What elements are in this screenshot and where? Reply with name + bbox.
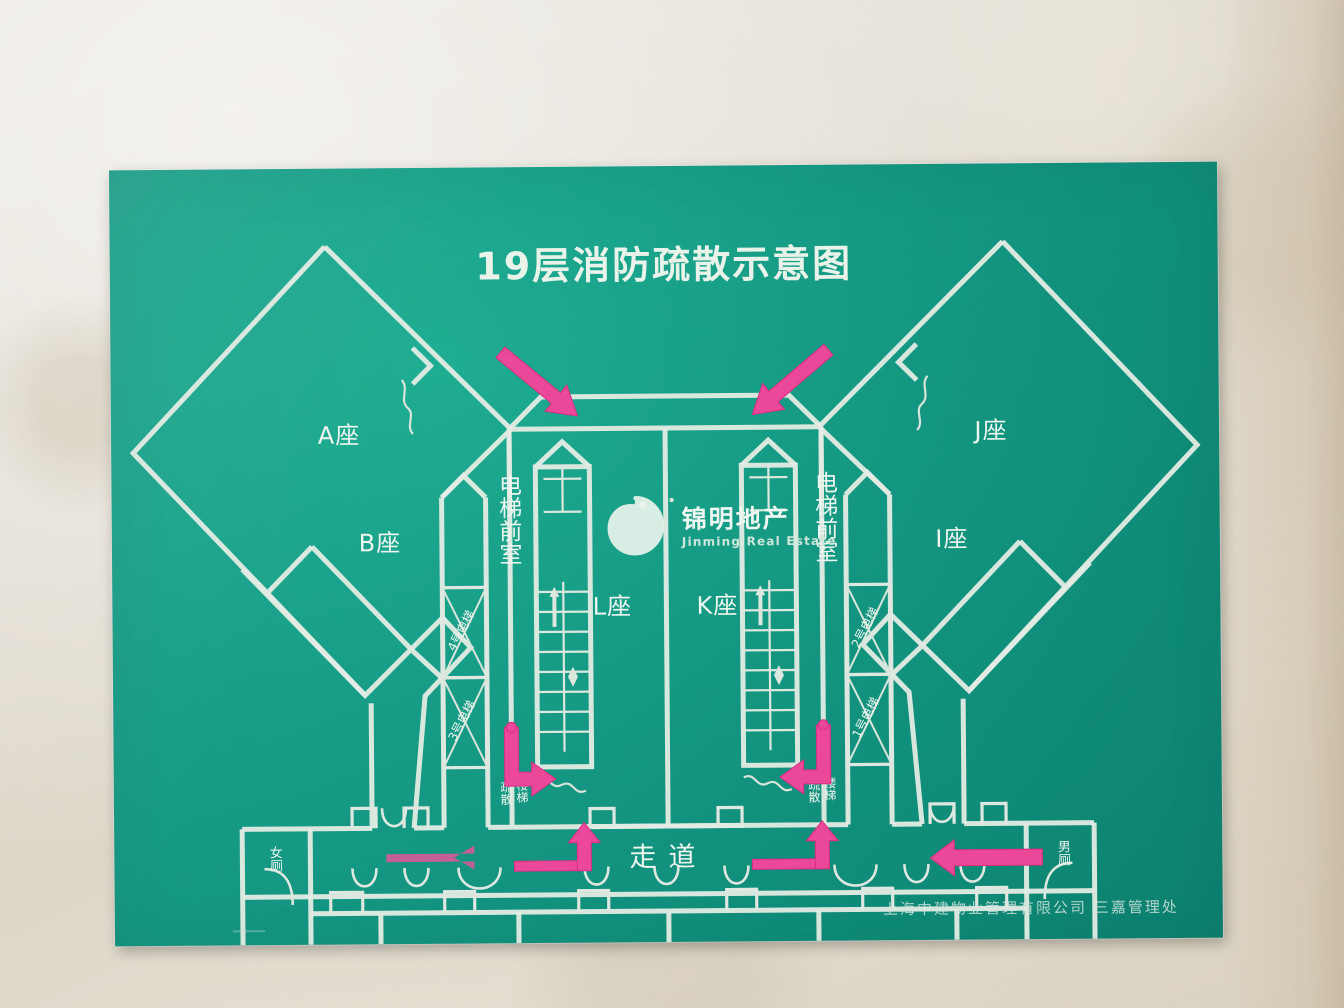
upper-left-doorway-jog — [400, 346, 435, 435]
bottom-wing-outline — [239, 822, 1098, 947]
right-evacuation-stair — [738, 436, 801, 792]
stair-down-arrow-icon — [567, 666, 578, 687]
arrow-upper-right-diagonal — [751, 343, 834, 416]
sign-title: 19层消防疏散示意图 — [475, 242, 852, 289]
elevator-lobby-label-right: 电梯前室 — [810, 471, 838, 563]
company-logo: 锦明地产 Jinming Real Estate — [607, 495, 837, 556]
toilet-women-label: 女厕 — [267, 845, 283, 872]
right-elevator-core — [818, 426, 895, 825]
logo-mark-icon — [607, 495, 674, 556]
elevator-lobby-label-left: 电梯前室 — [494, 473, 522, 565]
room-label-J: J座 — [972, 416, 1007, 444]
arrow-upper-left-diagonal — [495, 346, 579, 417]
arrow-corridor-right-up — [751, 819, 840, 870]
stair-up-arrow-icon-right — [755, 585, 766, 626]
fire-evacuation-sign-board: 19层消防疏散示意图 — [108, 161, 1224, 947]
floor-plan-drawing: 19层消防疏散示意图 — [129, 239, 1201, 947]
arrow-corridor-left-outer — [386, 845, 475, 870]
upper-left-wing — [129, 244, 513, 829]
bottom-room-dividers — [310, 905, 1027, 947]
arrow-right-lobby-to-stair — [778, 719, 832, 795]
room-label-K: K座 — [696, 591, 738, 619]
arrow-corridor-left-up — [513, 821, 602, 872]
corridor-label: 走道 — [629, 842, 707, 874]
arrow-corridor-right-outer — [929, 838, 1043, 877]
stair-up-arrow-icon — [549, 586, 560, 627]
left-evacuation-stair — [532, 438, 595, 793]
left-elevator-core — [439, 429, 513, 828]
room-label-I: I座 — [935, 525, 968, 553]
room-label-A: A座 — [318, 421, 361, 449]
arrow-left-lobby-to-stair — [503, 721, 557, 798]
room-label-B: B座 — [359, 529, 402, 557]
toilet-men-label: 男厕 — [1055, 840, 1071, 867]
footer-management-text: 上海中建物业管理有限公司 三嘉管理处 — [883, 898, 1179, 918]
bottom-room-recess-bumps — [329, 885, 1009, 914]
corridor-recess-bumps — [350, 801, 1008, 829]
room-label-L: L座 — [593, 592, 633, 620]
upper-right-wing — [817, 239, 1201, 825]
corridor-band — [242, 820, 1095, 900]
logo-name-en: Jinming Real Estate — [681, 534, 837, 549]
stair-down-arrow-icon-right — [773, 665, 784, 686]
logo-name-cn: 锦明地产 — [682, 504, 790, 534]
upper-right-doorway-jog — [894, 342, 929, 431]
